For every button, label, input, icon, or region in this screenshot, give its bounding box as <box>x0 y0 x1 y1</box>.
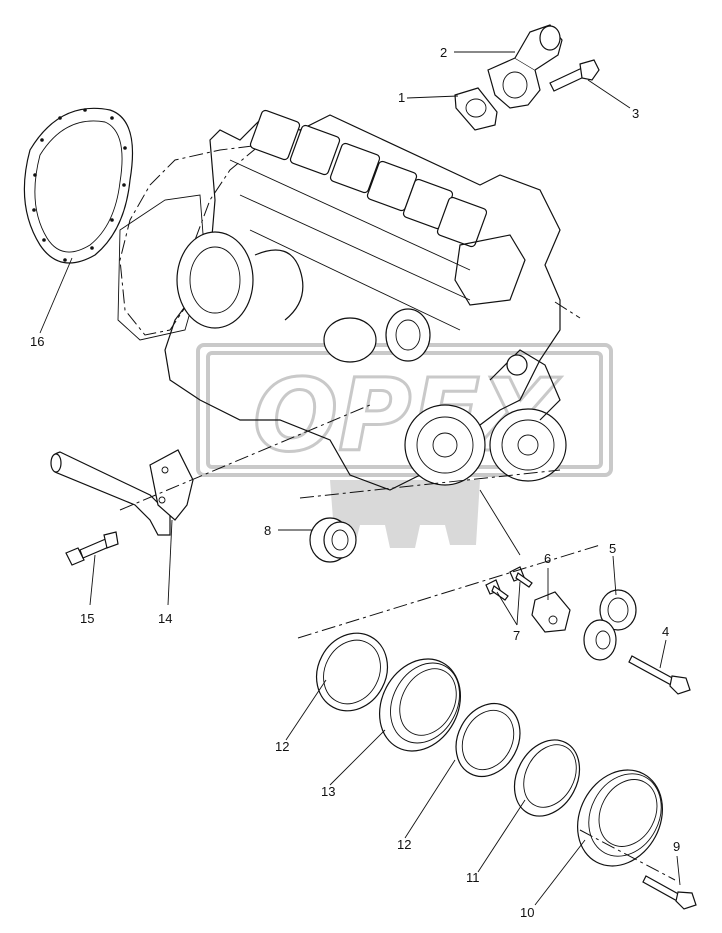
part-8-seal <box>309 517 357 563</box>
leader-lines <box>39 51 681 906</box>
assembly-lines <box>119 301 676 881</box>
callout-11: 11 <box>466 870 480 885</box>
part-10-pulley <box>576 769 664 867</box>
part-16-gasket <box>23 107 133 264</box>
callout-5: 5 <box>609 541 616 556</box>
engine-assembly <box>117 109 567 491</box>
callout-6: 6 <box>544 551 551 566</box>
part-12a-ring <box>315 632 389 712</box>
callout-16: 16 <box>30 334 44 349</box>
part-9-bolt <box>642 875 697 910</box>
callout-12a: 12 <box>275 739 289 754</box>
callout-4: 4 <box>662 624 669 639</box>
callout-14: 14 <box>158 611 172 626</box>
callout-9: 9 <box>673 839 680 854</box>
part-15-bolt <box>65 531 119 566</box>
part-2-elbow <box>487 24 563 109</box>
part-6-bracket <box>531 591 571 633</box>
part-14-pipe <box>50 449 194 536</box>
part-12b-ring <box>455 703 521 777</box>
part-7-bolts <box>485 566 533 601</box>
part-5-tensioner <box>583 589 637 661</box>
callout-10: 10 <box>520 905 534 920</box>
part-1-gasket <box>454 87 498 131</box>
callout-12b: 12 <box>397 837 411 852</box>
callout-labels: 1 2 3 4 5 6 7 8 9 10 11 12 12 13 14 15 1… <box>30 45 680 920</box>
part-4-bolt <box>628 655 691 695</box>
callout-1: 1 <box>398 90 405 105</box>
callout-2: 2 <box>440 45 447 60</box>
callout-15: 15 <box>80 611 94 626</box>
part-11-ring <box>513 739 581 817</box>
callout-3: 3 <box>632 106 639 121</box>
part-13-ring <box>378 658 462 752</box>
callout-8: 8 <box>264 523 271 538</box>
callout-7: 7 <box>513 628 520 643</box>
part-3-bolt <box>549 59 600 92</box>
callout-13: 13 <box>321 784 335 799</box>
